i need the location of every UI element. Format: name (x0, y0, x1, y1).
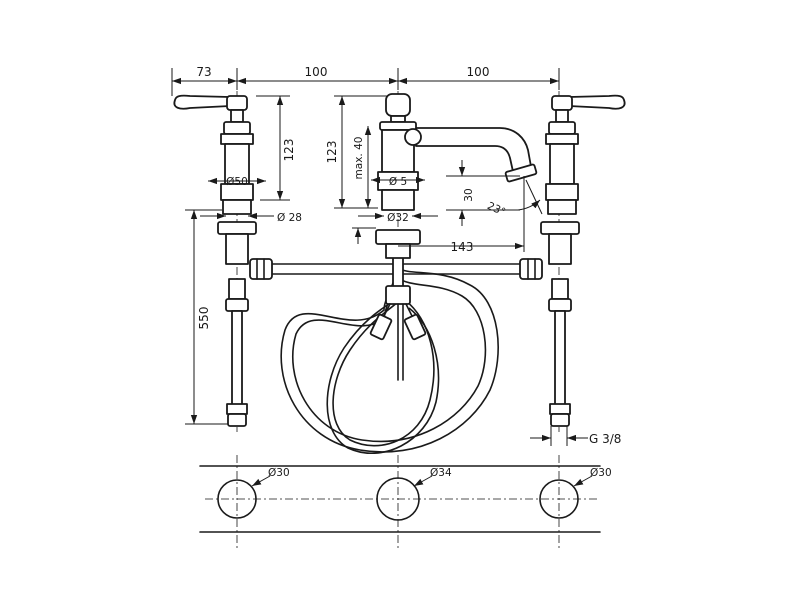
dim-spread-right: 100 (467, 65, 490, 79)
right-valve (540, 94, 626, 427)
mounting-template: Ø30 Ø34 Ø30 (199, 465, 612, 533)
dim-valve-height: 123 (282, 139, 296, 162)
dimension-labels: 73 100 100 123 123 max. 40 Ø50 Ø 5 Ø 28 … (196, 65, 621, 446)
dimension-lines (171, 68, 588, 446)
dim-hole-left: Ø30 (268, 467, 290, 479)
hole-right (539, 479, 579, 519)
dim-spout-height: 123 (325, 141, 339, 164)
dim-handle-offset: 73 (196, 65, 211, 79)
dim-valve-diameter: Ø50 (226, 176, 248, 188)
dim-hole-center: Ø34 (430, 467, 452, 479)
hose-loops (280, 267, 499, 454)
dim-spout-angle: 23° (485, 200, 507, 219)
hole-left (217, 479, 257, 519)
dim-hose-length: 550 (197, 307, 211, 330)
left-valve (173, 94, 257, 427)
dim-spread-left: 100 (305, 65, 328, 79)
dim-spout-shank: Ø32 (387, 212, 409, 224)
cross-connection (249, 255, 543, 381)
dim-valve-shank: Ø 28 (277, 212, 302, 224)
dim-spout-diameter: Ø 5 (389, 176, 407, 188)
dim-thread: G 3/8 (589, 432, 621, 446)
dim-outlet-drop: 30 (463, 188, 475, 201)
dim-spout-reach: 143 (451, 240, 474, 254)
dim-max-clearance: max. 40 (353, 137, 365, 180)
hole-center (376, 477, 420, 521)
dim-hole-right: Ø30 (590, 467, 612, 479)
spout (375, 93, 538, 259)
